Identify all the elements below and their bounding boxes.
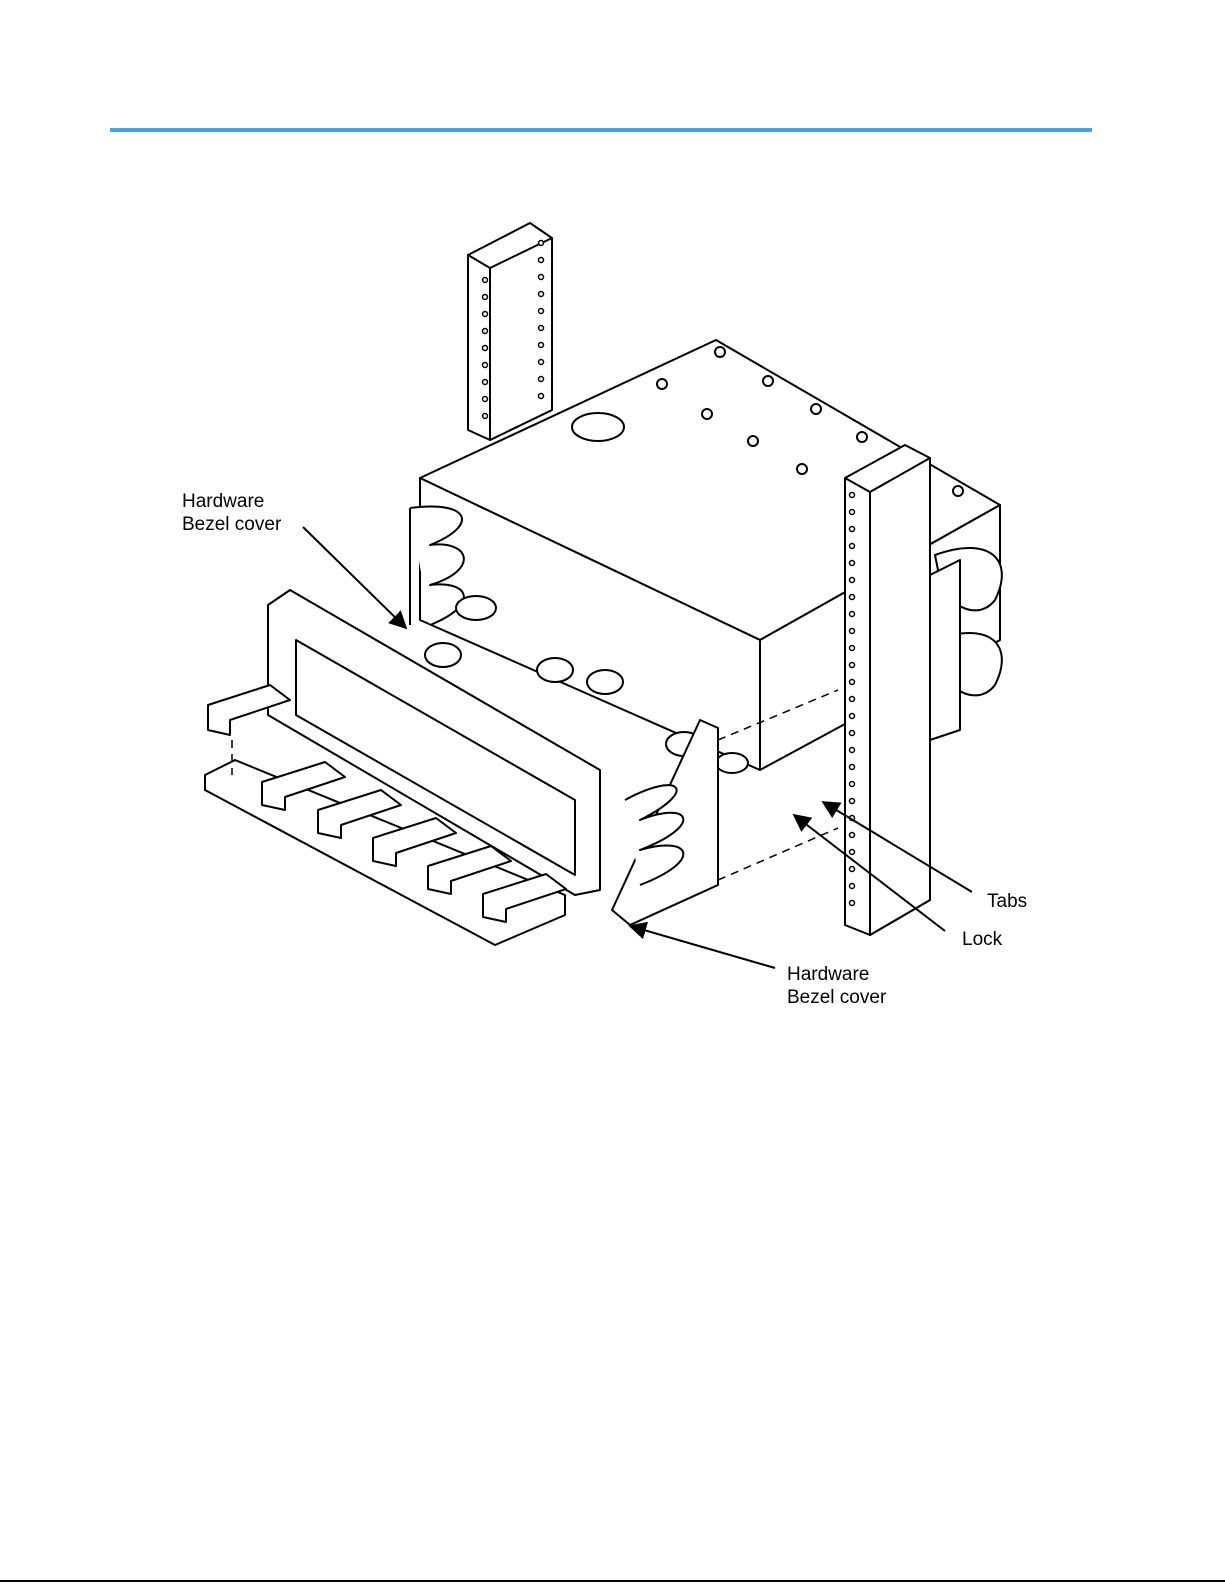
front-vertical-cable-manager bbox=[612, 720, 718, 925]
callout-hardware-bezel-cover-bottom: Hardware Bezel cover bbox=[787, 963, 886, 1009]
left-rack-rail bbox=[468, 223, 552, 440]
right-side-brackets bbox=[930, 548, 1002, 740]
callout-lock: Lock bbox=[962, 928, 1002, 951]
callout-tabs: Tabs bbox=[987, 890, 1027, 913]
callout-line: Hardware bbox=[182, 490, 281, 513]
callout-line: Bezel cover bbox=[182, 513, 281, 536]
callout-hardware-bezel-cover-top: Hardware Bezel cover bbox=[182, 490, 281, 536]
right-rack-rail bbox=[845, 445, 930, 935]
callout-line: Hardware bbox=[787, 963, 886, 986]
callout-line: Bezel cover bbox=[787, 986, 886, 1009]
footer-rule bbox=[0, 1580, 1225, 1582]
